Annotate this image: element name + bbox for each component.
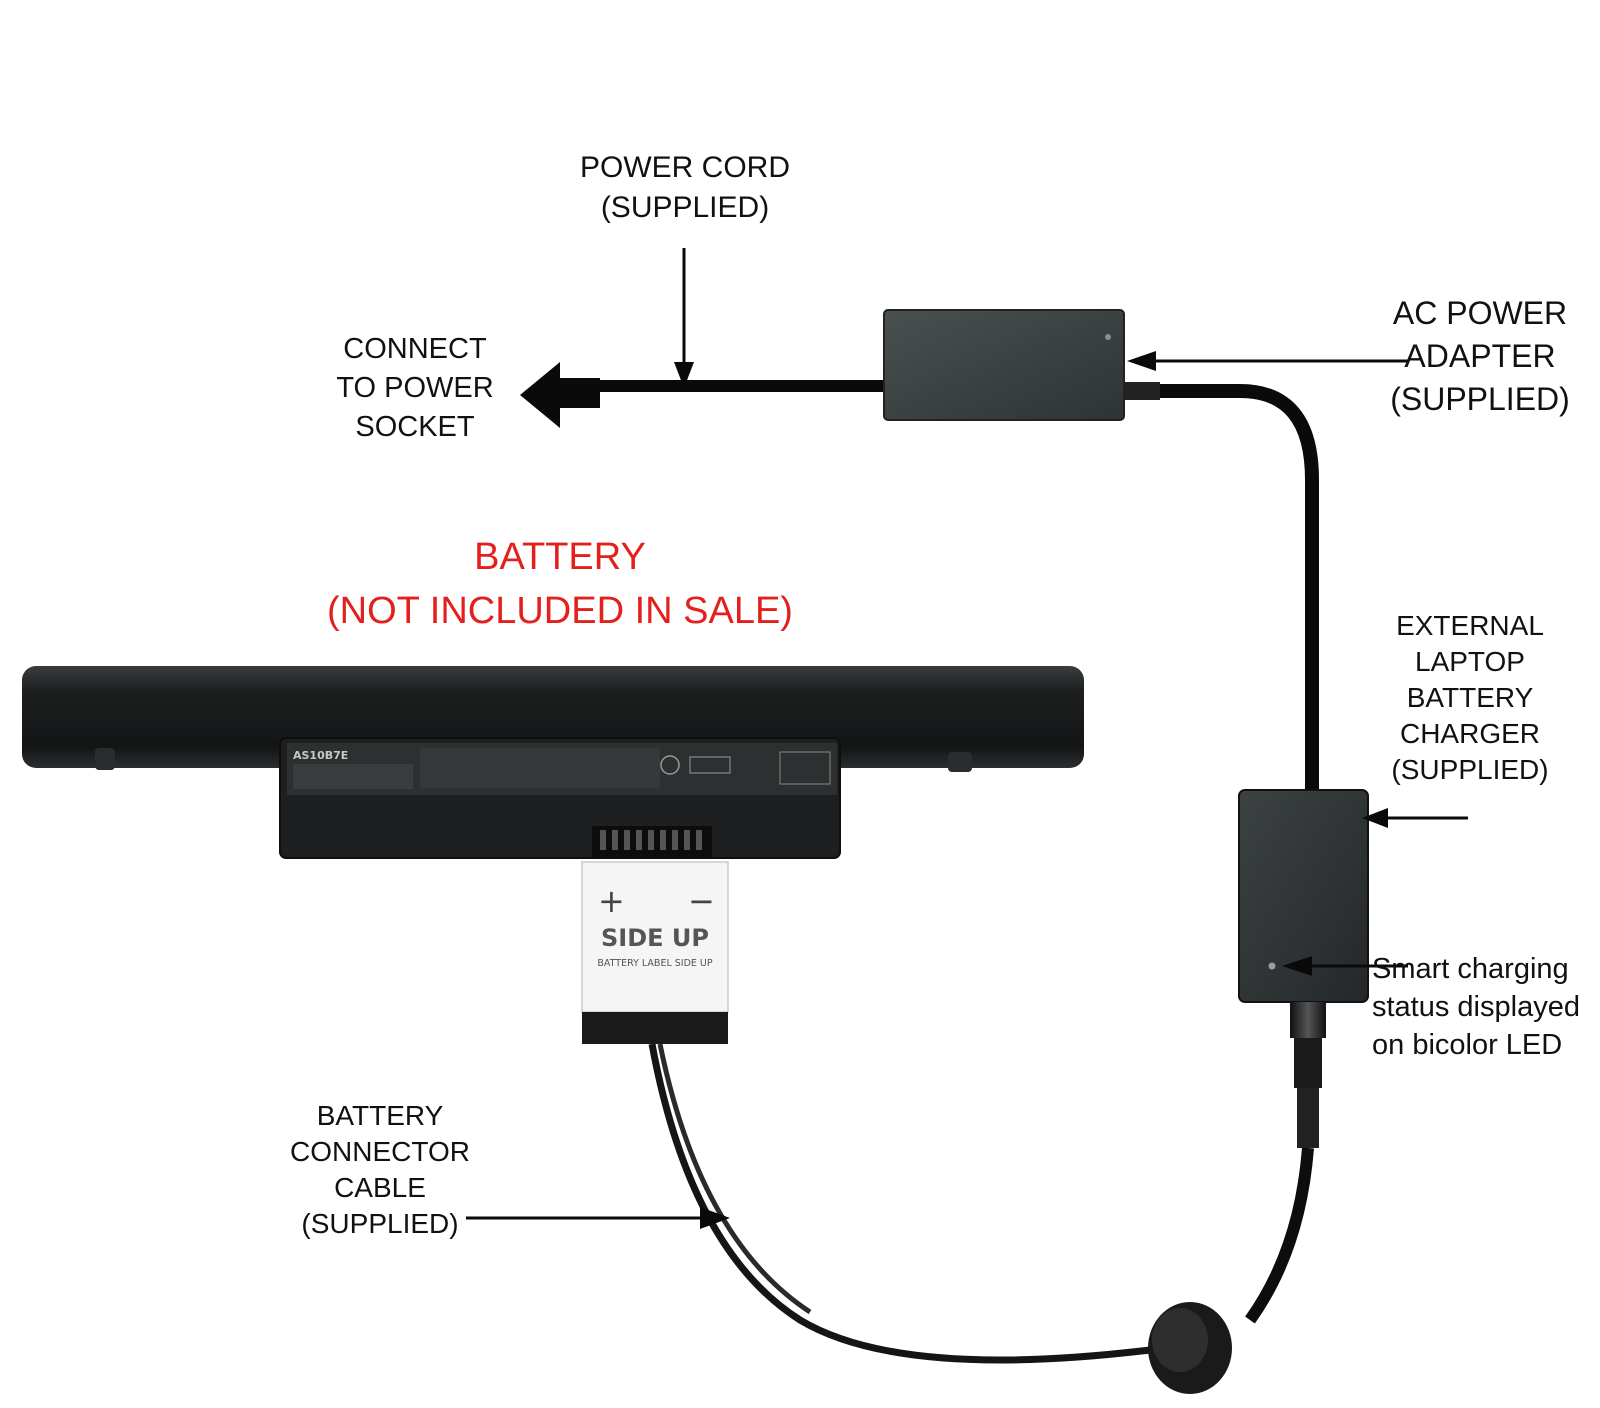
- external-charger-label: EXTERNAL LAPTOP BATTERY CHARGER (SUPPLIE…: [1370, 608, 1570, 788]
- arrow-connector-cable: [466, 1207, 730, 1229]
- label-line: AC POWER: [1392, 295, 1568, 331]
- label-line: BATTERY: [474, 536, 646, 578]
- side-up-text: SIDE UP: [601, 924, 709, 952]
- battery-connector-clip: + − SIDE UP BATTERY LABEL SIDE UP: [581, 861, 729, 1044]
- label-line: BATTERY: [1406, 682, 1534, 713]
- label-line: SOCKET: [355, 411, 475, 443]
- side-up-subtext: BATTERY LABEL SIDE UP: [597, 958, 713, 969]
- connector-cable-label: BATTERY CONNECTOR CABLE (SUPPLIED): [285, 1098, 475, 1242]
- plus-symbol: +: [598, 882, 625, 920]
- label-line: LAPTOP: [1415, 646, 1525, 677]
- label-line: POWER CORD: [580, 151, 790, 184]
- battery-note-label: BATTERY (NOT INCLUDED IN SALE): [290, 530, 830, 638]
- battery-model-text: AS10B7E: [293, 749, 348, 762]
- arrow-external-charger: [1362, 808, 1468, 828]
- power-cord: [520, 362, 885, 428]
- smart-charging-label: Smart charging status displayed on bicol…: [1372, 950, 1600, 1064]
- power-cord-label: POWER CORD (SUPPLIED): [560, 148, 810, 228]
- label-line: on bicolor LED: [1372, 1029, 1563, 1061]
- label-line: Smart charging: [1372, 953, 1569, 985]
- label-line: TO POWER: [336, 372, 494, 404]
- arrow-power-cord: [674, 248, 694, 388]
- minus-symbol: −: [688, 882, 715, 920]
- label-line: (SUPPLIED): [301, 1208, 459, 1239]
- battery-terminal-pins: [600, 830, 702, 850]
- connect-socket-label: CONNECT TO POWER SOCKET: [320, 330, 510, 447]
- label-line: (SUPPLIED): [600, 191, 770, 224]
- ac-power-adapter: [883, 309, 1160, 421]
- label-line: CABLE: [334, 1172, 426, 1203]
- label-line: (SUPPLIED): [1390, 381, 1570, 417]
- ac-adapter-label: AC POWER ADAPTER (SUPPLIED): [1370, 292, 1590, 421]
- label-line: BATTERY: [316, 1100, 444, 1131]
- bicolor-led-icon: [1268, 962, 1276, 970]
- charger-cable: [1245, 1147, 1314, 1324]
- label-line: ADAPTER: [1404, 338, 1556, 374]
- arrow-ac-adapter: [1127, 351, 1408, 371]
- label-line: CONNECTOR: [290, 1136, 470, 1167]
- label-line: (NOT INCLUDED IN SALE): [327, 590, 793, 632]
- ferrite-bead: [1148, 1302, 1232, 1394]
- dc-cable-adapter-to-charger: [1160, 384, 1319, 790]
- label-line: status displayed: [1372, 991, 1580, 1023]
- arrow-led: [1282, 956, 1408, 976]
- charger-output-plug: [1290, 1002, 1326, 1148]
- label-line: CHARGER: [1399, 718, 1540, 749]
- label-line: EXTERNAL: [1396, 610, 1544, 641]
- label-line: CONNECT: [343, 333, 487, 365]
- laptop-battery: AS10B7E: [22, 666, 1084, 859]
- label-line: (SUPPLIED): [1391, 754, 1549, 785]
- battery-connector-cable: [648, 1043, 1151, 1364]
